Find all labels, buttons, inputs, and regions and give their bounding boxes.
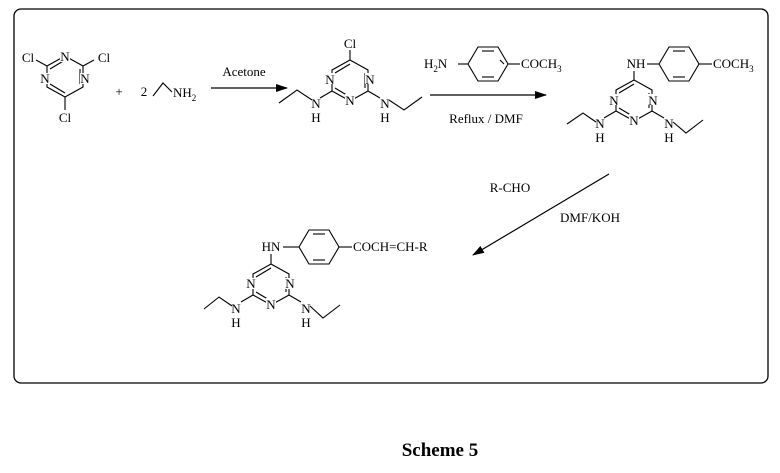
chalcone-triazine-product: HN COCH=CH-R N N N N H N H [203,229,428,330]
atom-n: N [266,297,276,312]
acetyl-group: COCH3 [521,56,562,74]
stoichiometric-coefficient: 2 [141,84,148,99]
atom-n: N [285,276,295,291]
atom-h: H [664,130,673,145]
atom-n: N [80,71,90,86]
plus-sign: + [115,84,122,99]
atom-n: N [345,93,355,108]
bis-ethylamino-chlorotriazine: Cl N N N N H N H [278,36,423,125]
atom-n: N [365,72,375,87]
atom-n: N [311,96,321,111]
atom-hn: HN [262,239,281,254]
atom-n: N [664,116,674,131]
atom-n: N [325,72,335,87]
atom-h: H [380,110,389,125]
scheme-caption: Scheme 5 [402,440,479,461]
atom-nh: NH [627,56,646,71]
atom-n: N [595,116,605,131]
atom-h: H [311,110,320,125]
atom-h: H [231,315,240,330]
atom-n: N [648,93,658,108]
chalcone-chain: COCH=CH-R [353,239,428,254]
reagent-aldehyde: R-CHO [490,180,530,195]
4-aminoacetophenone: H2N COCH3 [424,46,562,82]
amino-group: H2N [424,56,448,74]
amine-group: NH2 [173,85,196,103]
atom-n: N [609,93,619,108]
atom-n: N [301,301,311,316]
atom-h: H [595,130,604,145]
atom-n: N [380,96,390,111]
atom-n: N [40,71,50,86]
acetyl-group: COCH3 [713,56,754,74]
condition-reflux-dmf: Reflux / DMF [449,111,523,126]
acetylphenylamino-triazine: NH COCH3 N N N N H N H [566,46,754,145]
scheme-border [13,8,769,384]
ethylamine: NH2 [152,82,196,103]
atom-n: N [231,301,241,316]
atom-cl: Cl [22,50,35,65]
atom-n: N [629,113,639,128]
atom-n: N [246,276,256,291]
atom-cl: Cl [344,36,357,51]
atom-cl: Cl [98,50,111,65]
cyanuric-chloride: N N N Cl Cl Cl [22,49,111,125]
condition-acetone: Acetone [222,64,266,79]
reaction-arrow-3 [472,173,610,256]
atom-n: N [60,49,70,64]
condition-dmf-koh: DMF/KOH [560,210,620,225]
atom-cl: Cl [59,110,72,125]
atom-h: H [301,315,310,330]
